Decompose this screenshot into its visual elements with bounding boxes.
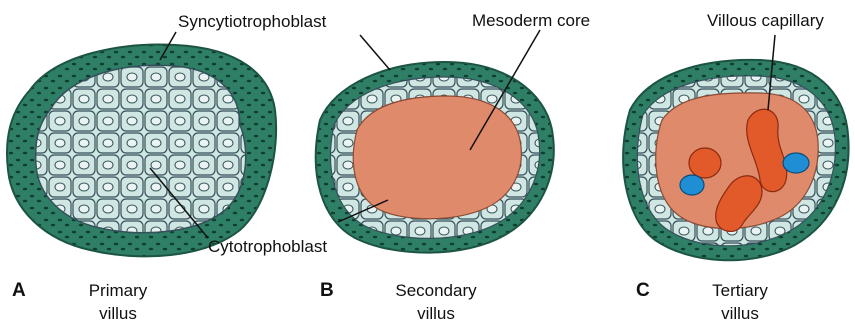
panel-b-caption-line2: villus [417,304,455,323]
panel-a-caption-line2: villus [99,304,137,323]
secondary-villus-illustration [316,62,554,253]
capillary-blue-2 [783,153,809,173]
primary-villus-illustration [7,45,276,257]
tertiary-villus-illustration [623,60,848,260]
capillary-red-1 [689,148,721,178]
label-cytotrophoblast: Cytotrophoblast [208,237,327,256]
panel-c-caption: C Tertiary villus [636,280,768,323]
panel-a-caption-line1: Primary [89,281,148,300]
panel-c-caption-line2: villus [721,304,759,323]
label-villous-capillary: Villous capillary [707,11,824,30]
panel-b-caption: B Secondary villus [320,280,477,323]
panel-letter-b: B [320,280,334,301]
cytotrophoblast-mass-a [36,65,246,232]
leader-syncytiotrophoblast-b [360,35,390,70]
panel-letter-a: A [12,280,26,301]
label-mesoderm-core: Mesoderm core [472,11,590,30]
panel-c-caption-line1: Tertiary [712,281,768,300]
mesoderm-core-b [353,96,521,219]
label-syncytiotrophoblast: Syncytiotrophoblast [178,12,327,31]
panel-a-caption: A Primary villus [12,280,148,323]
panel-letter-c: C [636,280,650,301]
capillary-blue-1 [680,175,704,195]
panel-b-caption-line1: Secondary [395,281,477,300]
